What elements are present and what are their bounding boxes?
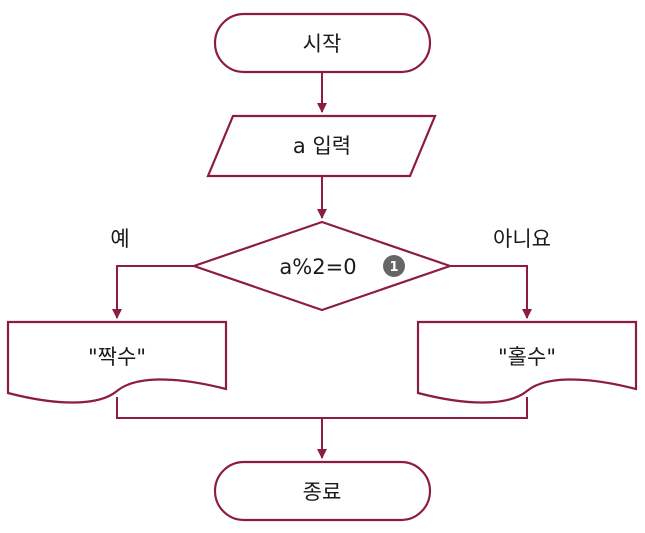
yes-branch-label: 예 (110, 227, 129, 251)
no-branch-label: 아니요 (493, 227, 551, 251)
odd-output-node: "홀수" (416, 320, 638, 404)
start-label: 시작 (303, 32, 342, 56)
even-output-label: "짝수" (88, 345, 146, 369)
end-terminator-shape (213, 460, 432, 522)
even-output-node: "짝수" (6, 320, 228, 404)
even-output-document-shape (6, 320, 228, 404)
input-parallelogram (206, 114, 437, 178)
condition-diamond (190, 220, 454, 312)
end-label: 종료 (303, 480, 342, 504)
end-terminator: 종료 (213, 460, 432, 522)
merge-line-from-odd (322, 397, 528, 419)
odd-output-document-shape (416, 320, 638, 404)
condition-badge-circle (383, 255, 405, 277)
merge-line-from-even (116, 397, 322, 419)
input-node: a 입력 (206, 114, 437, 178)
odd-output-label: "홀수" (498, 345, 556, 369)
condition-badge: 1 (389, 260, 398, 275)
start-terminator: 시작 (213, 12, 432, 74)
arrow-no-branch (450, 265, 532, 319)
condition-node: a%2=0 1 (190, 220, 454, 312)
condition-label: a%2=0 (279, 255, 356, 279)
arrow-yes-branch (112, 265, 194, 319)
input-label: a 입력 (293, 134, 351, 158)
